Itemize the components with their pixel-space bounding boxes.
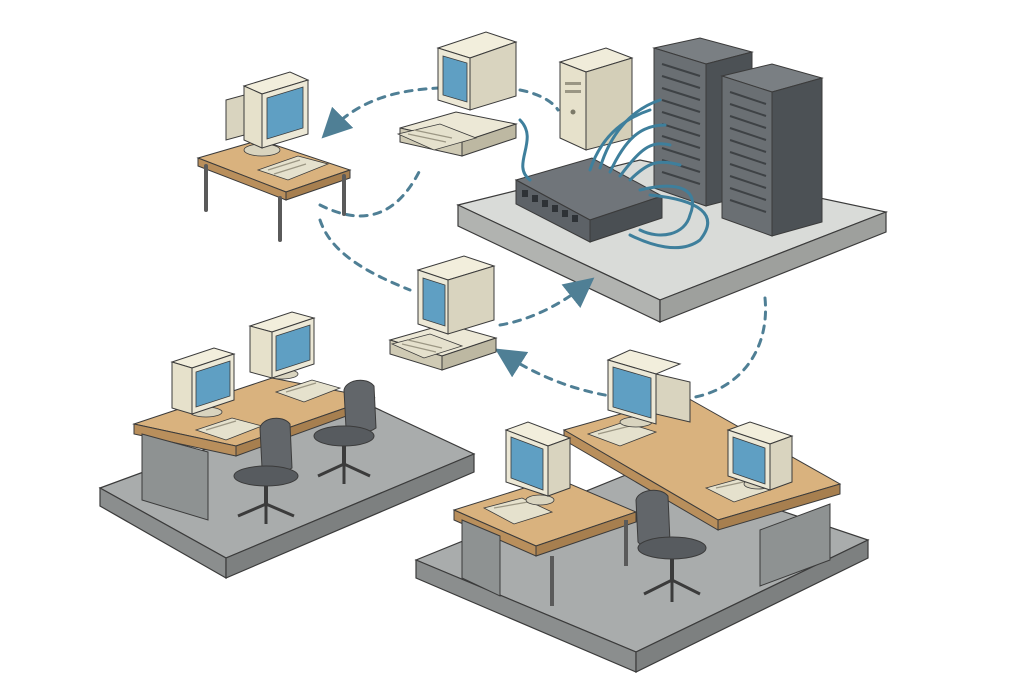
tower-server-icon — [558, 47, 634, 151]
link-top-computer-to-server-room — [518, 88, 560, 112]
keyboard-icon — [274, 379, 342, 403]
arrow-top-to-left-workstation — [321, 86, 442, 139]
keyboard-icon — [586, 421, 658, 447]
computer-icon — [388, 255, 498, 371]
computer-icon — [396, 31, 518, 157]
computer-icon — [704, 421, 794, 503]
workstation-left-desk — [196, 139, 352, 242]
server-rack-icon — [720, 63, 824, 237]
arrow-center-to-server-room — [498, 277, 595, 327]
office-chair-icon — [635, 489, 707, 602]
keyboard-icon — [256, 155, 330, 181]
keyboard-icon — [390, 333, 464, 359]
computer-icon — [225, 71, 330, 181]
office-chair-icon — [233, 417, 299, 524]
computer-icon — [482, 421, 572, 525]
computer-icon — [248, 311, 342, 403]
network-cables — [518, 98, 710, 250]
computer-icon — [586, 349, 691, 447]
office-chair-icon — [313, 379, 377, 484]
link-left-desk-to-center — [318, 218, 412, 292]
keyboard-icon — [396, 123, 478, 151]
link-left-desk-curve — [318, 168, 422, 218]
network-switch-icon — [514, 157, 664, 243]
